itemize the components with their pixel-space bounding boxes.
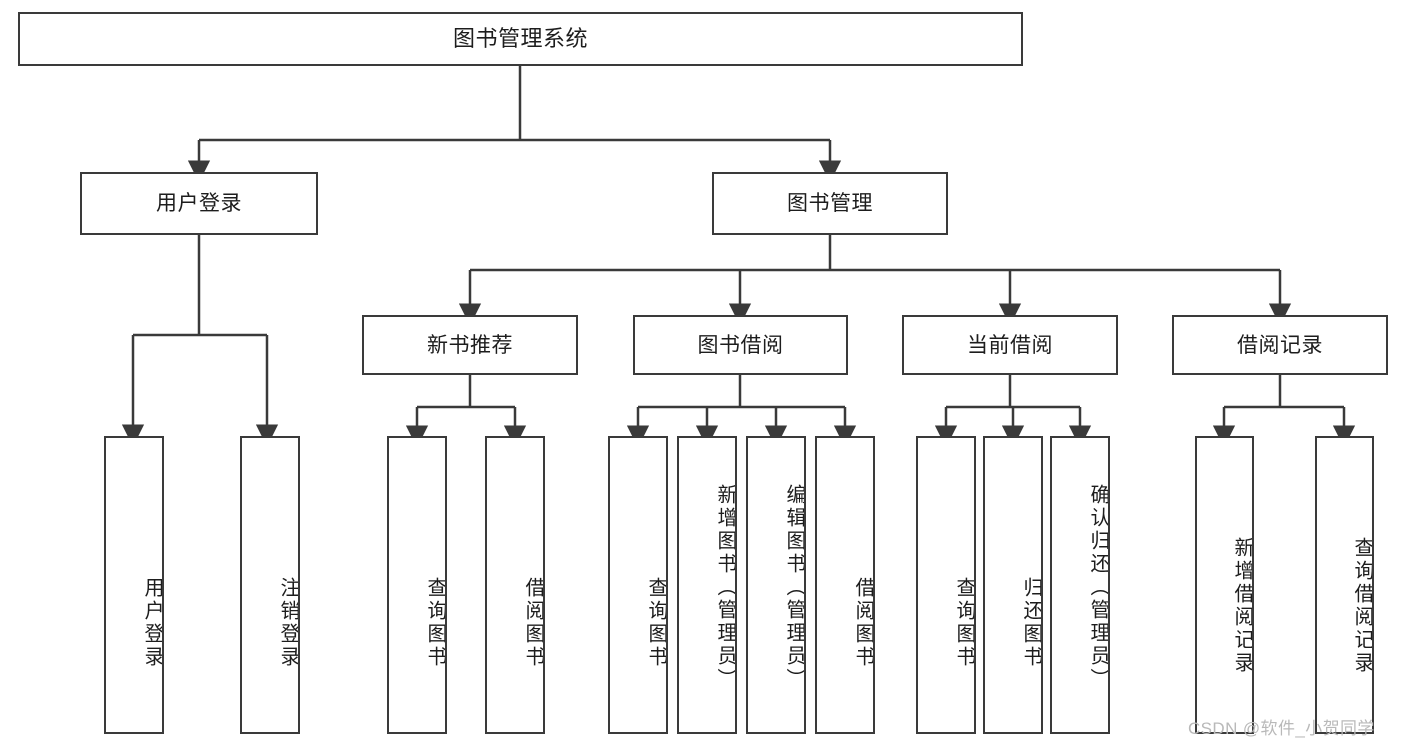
node-leaf-query-book-2[interactable]: 查询图书 xyxy=(608,436,668,734)
node-leaf-add-book[interactable]: 新增图书（管理员） xyxy=(677,436,737,734)
node-book-manage[interactable]: 图书管理 xyxy=(712,172,948,235)
node-borrow-record[interactable]: 借阅记录 xyxy=(1172,315,1388,375)
node-leaf-borrow-book-2-label: 借阅图书 xyxy=(852,577,874,669)
node-leaf-query-record[interactable]: 查询借阅记录 xyxy=(1315,436,1374,734)
node-root-label: 图书管理系统 xyxy=(452,26,588,51)
node-leaf-query-book-3[interactable]: 查询图书 xyxy=(916,436,976,734)
node-leaf-borrow-book-2[interactable]: 借阅图书 xyxy=(815,436,875,734)
node-new-book-recommend-label: 新书推荐 xyxy=(427,333,513,357)
node-leaf-return-book-label: 归还图书 xyxy=(1020,577,1042,669)
node-leaf-edit-book[interactable]: 编辑图书（管理员） xyxy=(746,436,806,734)
node-book-borrow[interactable]: 图书借阅 xyxy=(633,315,848,375)
node-user-login-label: 用户登录 xyxy=(156,192,242,215)
node-leaf-add-book-label: 新增图书（管理员） xyxy=(714,483,736,691)
node-borrow-record-label: 借阅记录 xyxy=(1237,333,1323,357)
node-leaf-borrow-book-1-label: 借阅图书 xyxy=(522,577,544,669)
node-leaf-user-logout[interactable]: 注销登录 xyxy=(240,436,300,734)
node-user-login[interactable]: 用户登录 xyxy=(80,172,318,235)
node-leaf-query-book-2-label: 查询图书 xyxy=(645,577,667,669)
node-leaf-query-book-1[interactable]: 查询图书 xyxy=(387,436,447,734)
node-root[interactable]: 图书管理系统 xyxy=(18,12,1023,66)
node-leaf-query-book-3-label: 查询图书 xyxy=(953,577,975,669)
node-leaf-add-record[interactable]: 新增借阅记录 xyxy=(1195,436,1254,734)
node-leaf-user-login-label: 用户登录 xyxy=(141,577,163,669)
node-leaf-user-login[interactable]: 用户登录 xyxy=(104,436,164,734)
node-leaf-return-book[interactable]: 归还图书 xyxy=(983,436,1043,734)
node-new-book-recommend[interactable]: 新书推荐 xyxy=(362,315,578,375)
node-book-borrow-label: 图书借阅 xyxy=(697,333,784,357)
node-leaf-query-book-1-label: 查询图书 xyxy=(424,577,446,669)
node-leaf-borrow-book-1[interactable]: 借阅图书 xyxy=(485,436,545,734)
node-leaf-confirm-return-label: 确认归还（管理员） xyxy=(1087,483,1109,691)
node-leaf-query-record-label: 查询借阅记录 xyxy=(1351,537,1373,675)
node-current-borrow[interactable]: 当前借阅 xyxy=(902,315,1118,375)
node-book-manage-label: 图书管理 xyxy=(787,192,873,215)
node-leaf-add-record-label: 新增借阅记录 xyxy=(1231,537,1253,675)
node-leaf-confirm-return[interactable]: 确认归还（管理员） xyxy=(1050,436,1110,734)
node-current-borrow-label: 当前借阅 xyxy=(967,333,1053,357)
csdn-watermark: CSDN @软件_小贺同学 xyxy=(1188,719,1375,738)
node-leaf-edit-book-label: 编辑图书（管理员） xyxy=(783,483,805,691)
node-leaf-user-logout-label: 注销登录 xyxy=(277,577,299,669)
